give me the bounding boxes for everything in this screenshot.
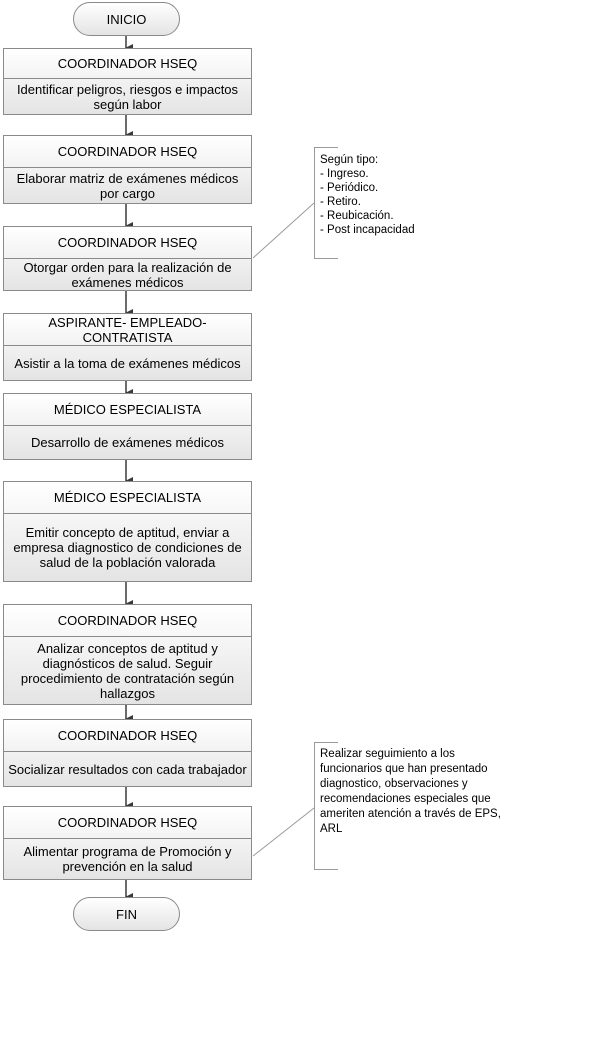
step-activity: Emitir concepto de aptitud, enviar a emp…	[13, 525, 242, 570]
note-connector	[252, 202, 315, 259]
process-step-1: COORDINADOR HSEQ Identificar peligros, r…	[3, 48, 252, 115]
process-step-8: COORDINADOR HSEQ Socializar resultados c…	[3, 719, 252, 787]
process-step-5: MÉDICO ESPECIALISTA Desarrollo de exámen…	[3, 393, 252, 460]
step-role: COORDINADOR HSEQ	[4, 49, 251, 79]
step-activity: Analizar conceptos de aptitud y diagnóst…	[20, 640, 235, 701]
process-step-3: COORDINADOR HSEQ Otorgar orden para la r…	[3, 226, 252, 291]
step-activity: Alimentar programa de Promoción y preven…	[23, 844, 232, 874]
note-item: - Retiro.	[320, 196, 361, 208]
step-role: MÉDICO ESPECIALISTA	[4, 394, 251, 426]
note-item: - Post incapacidad	[320, 224, 415, 236]
end-terminator: FIN	[73, 897, 180, 931]
process-step-7: COORDINADOR HSEQ Analizar conceptos de a…	[3, 604, 252, 705]
process-step-6: MÉDICO ESPECIALISTA Emitir concepto de a…	[3, 481, 252, 582]
note-item: - Periódico.	[320, 182, 379, 194]
followup-text: Realizar seguimiento a los funcionarios …	[320, 748, 501, 835]
note-item: - Reubicación.	[320, 210, 394, 222]
followup-note: Realizar seguimiento a los funcionarios …	[314, 742, 504, 870]
end-label: FIN	[116, 906, 137, 922]
step-role: COORDINADOR HSEQ	[4, 807, 251, 839]
note-title: Según tipo:	[320, 154, 379, 166]
process-step-4: ASPIRANTE- EMPLEADO- CONTRATISTA Asistir…	[3, 313, 252, 381]
step-role: MÉDICO ESPECIALISTA	[4, 482, 251, 514]
process-step-2: COORDINADOR HSEQ Elaborar matriz de exám…	[3, 135, 252, 204]
process-step-9: COORDINADOR HSEQ Alimentar programa de P…	[3, 806, 252, 880]
step-role: COORDINADOR HSEQ	[4, 136, 251, 168]
step-activity: Identificar peligros, riesgos e impactos…	[16, 81, 239, 112]
step-role: COORDINADOR HSEQ	[4, 227, 251, 259]
step-role: ASPIRANTE- EMPLEADO- CONTRATISTA	[4, 314, 251, 346]
step-activity: Asistir a la toma de exámenes médicos	[14, 355, 241, 371]
step-activity: Desarrollo de exámenes médicos	[31, 435, 224, 450]
exam-types-note: Según tipo: - Ingreso. - Periódico. - Re…	[314, 147, 440, 259]
note-item: - Ingreso.	[320, 168, 369, 180]
step-role: COORDINADOR HSEQ	[4, 720, 251, 752]
step-activity: Otorgar orden para la realización de exá…	[23, 259, 232, 290]
step-role: COORDINADOR HSEQ	[4, 605, 251, 637]
step-activity: Socializar resultados con cada trabajado…	[8, 761, 247, 777]
start-label: INICIO	[106, 11, 147, 27]
step-activity: Elaborar matriz de exámenes médicos por …	[16, 170, 239, 201]
start-terminator: INICIO	[73, 2, 180, 36]
note-connector	[252, 807, 315, 857]
